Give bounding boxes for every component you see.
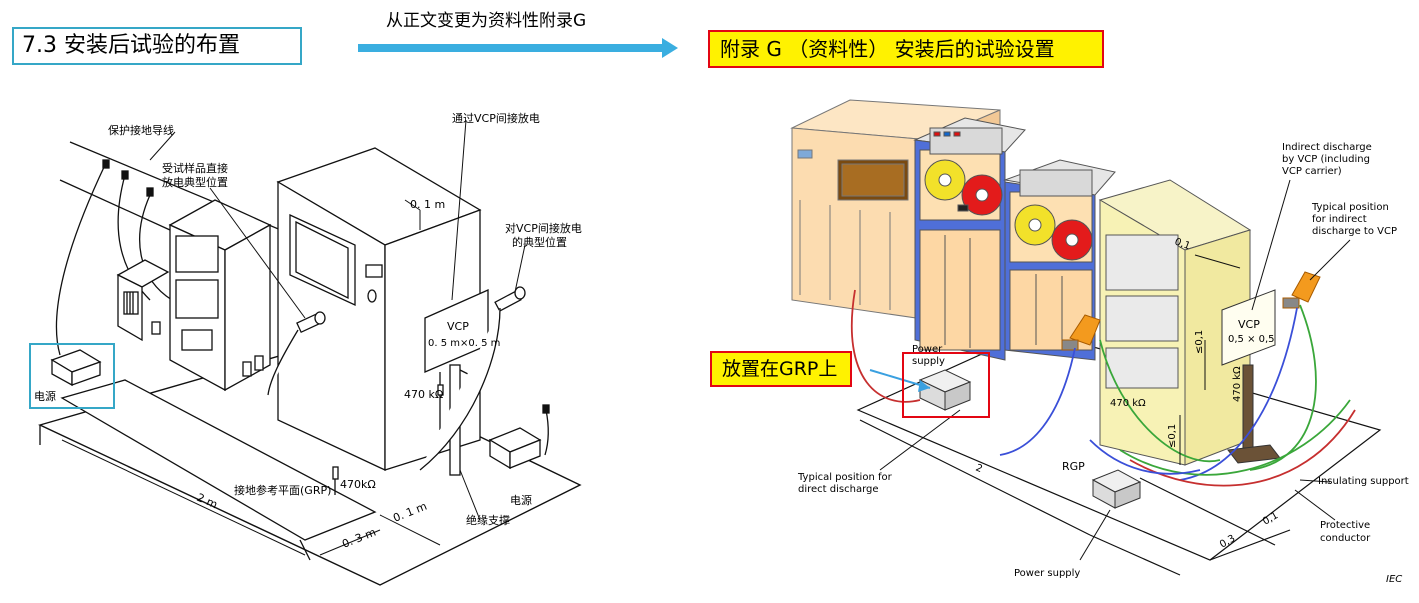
label-grp: 接地参考平面(GRP): [234, 483, 331, 497]
label-protective-1: Protective: [1320, 520, 1370, 531]
label-vcp-position-1: 对VCP间接放电: [505, 221, 582, 235]
right-section-title: 附录 G （资料性） 安装后的试验设置: [708, 30, 1104, 68]
label-eut-direct-1: 受试样品直接: [162, 161, 228, 175]
right-esd-gun-left: [1061, 314, 1101, 351]
label-470k-h: 470 kΩ: [1110, 398, 1146, 409]
label-protective-wire: 保护接地导线: [108, 123, 174, 137]
label-indirect-1: Indirect discharge: [1282, 142, 1372, 153]
label-eut-direct-2: 放电典型位置: [162, 175, 228, 189]
right-diagram: [790, 99, 1382, 576]
label-470k-b: 470kΩ: [340, 478, 376, 491]
label-power-top-1: Power: [912, 344, 943, 355]
label-rgp: RGP: [1062, 460, 1085, 473]
label-vcp-size: 0,5 × 0,5: [1228, 334, 1275, 345]
label-direct-1: Typical position for: [797, 472, 893, 483]
label-typical-vcp-1: Typical position: [1311, 202, 1389, 213]
right-cabinet-3: [1003, 159, 1116, 361]
right-grp-arrow-icon: [869, 369, 931, 392]
right-power-highlight: [902, 352, 990, 418]
label-typical-vcp-3: discharge to VCP: [1312, 226, 1397, 237]
left-side-box: [116, 259, 170, 342]
label-direct-2: direct discharge: [798, 484, 879, 495]
label-le01-a: ≤0,1: [1194, 330, 1205, 354]
left-esd-gun-direct: [267, 311, 326, 396]
label-vcp: VCP: [447, 320, 469, 333]
label-vcp: VCP: [1238, 318, 1260, 331]
label-indirect-3: VCP carrier): [1282, 166, 1342, 177]
right-vcp: [1221, 289, 1281, 464]
left-esd-gun-vcp: [419, 286, 526, 471]
label-dim-01-bottom: 0,1: [1261, 510, 1280, 527]
right-cabinet-4: [1098, 179, 1252, 466]
label-le01-b: ≤0,1: [1167, 424, 1178, 448]
label-iec: IEC: [1386, 574, 1402, 585]
label-power-bottom: Power supply: [1014, 568, 1080, 579]
right-cabinet-2: [913, 117, 1026, 361]
left-eut-small-cabinet: [168, 199, 272, 392]
right-rgp-box: [1091, 469, 1142, 509]
grp-note: 放置在GRP上: [710, 351, 852, 387]
label-470k-v: 470 kΩ: [1232, 366, 1243, 402]
label-dim-2: 2: [974, 463, 984, 476]
label-dim-01-top: 0,1: [1173, 236, 1192, 252]
label-indirect-vcp: 通过VCP间接放电: [452, 111, 540, 125]
label-dim-03: 0,3: [1218, 533, 1237, 550]
label-power-left: 电源: [34, 389, 56, 403]
label-power-top-2: supply: [912, 356, 945, 367]
left-labels: 保护接地导线 受试样品直接 放电典型位置 通过VCP间接放电 0. 1 m 对V…: [34, 111, 582, 551]
label-vcp-position-2: 的典型位置: [512, 235, 567, 249]
label-dim-01m: 0. 1 m: [391, 500, 429, 525]
label-indirect-2: by VCP (including: [1282, 154, 1370, 165]
left-grp-plate: [60, 379, 377, 541]
label-protective-2: conductor: [1320, 533, 1371, 544]
right-ground-plane: [856, 329, 1382, 561]
right-power-supply-top: [918, 369, 972, 411]
label-vcp-size: 0. 5 m×0. 5 m: [428, 338, 500, 349]
label-insulating-support: 绝缘支撑: [466, 513, 510, 527]
label-dim-01m-top: 0. 1 m: [410, 198, 445, 211]
right-esd-gun-right: [1282, 271, 1321, 309]
label-470k-a: 470 kΩ: [404, 388, 443, 401]
label-power-right: 电源: [510, 493, 532, 507]
left-section-title: 7.3 安装后试验的布置: [12, 27, 302, 65]
left-power-highlight: [29, 343, 115, 409]
left-power-box-right: [488, 427, 542, 470]
right-labels: Power supply Indirect discharge by VCP (…: [797, 142, 1409, 585]
left-diagram: [38, 119, 582, 586]
left-power-box: [50, 349, 102, 387]
label-dim-03m: 0. 3 m: [340, 526, 378, 551]
arrow-right-icon: [358, 38, 678, 58]
label-typical-vcp-2: for indirect: [1312, 214, 1367, 225]
change-note: 从正文变更为资料性附录G: [386, 11, 587, 31]
label-insulating-support: Insulating support: [1318, 476, 1409, 487]
